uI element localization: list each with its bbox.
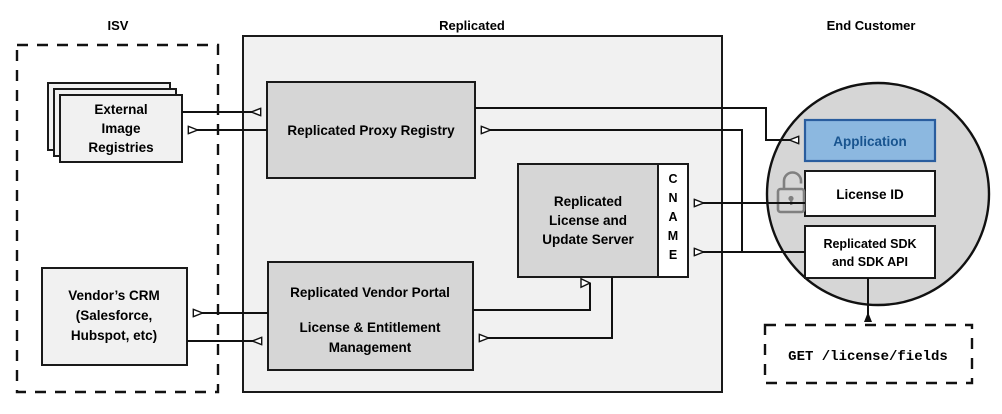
api-call-label: GET /license/fields <box>788 349 948 365</box>
vendors-crm-box <box>41 267 188 366</box>
vendor-portal-label-2: License & Entitlement <box>299 320 441 335</box>
proxy-registry-label: Replicated Proxy Registry <box>287 123 455 138</box>
node-vendors-crm[interactable]: Vendor’s CRM (Salesforce, Hubspot, etc) <box>41 267 188 366</box>
vendor-portal-box <box>267 261 474 371</box>
node-replicated-proxy-registry[interactable]: Replicated Proxy Registry <box>266 81 476 179</box>
cname-letter-e: E <box>669 248 677 262</box>
external-image-registries-label-3: Registries <box>88 140 153 155</box>
cname-letter-m: M <box>668 229 678 243</box>
application-label: Application <box>833 134 907 149</box>
vendor-portal-label-1: Replicated Vendor Portal <box>290 285 450 300</box>
license-update-server-label-1: Replicated <box>554 194 622 209</box>
isv-container <box>15 43 220 394</box>
vendor-portal-label-3: Management <box>329 340 412 355</box>
cname-letter-n: N <box>668 191 677 205</box>
node-replicated-license-update-server[interactable]: Replicated License and Update Server <box>517 163 659 278</box>
vendors-crm-label-2: (Salesforce, <box>76 308 153 323</box>
edge-license-server-to-vendor-portal <box>479 277 613 338</box>
group-title-replicated: Replicated <box>439 18 505 33</box>
vendors-crm-label-1: Vendor’s CRM <box>68 288 160 303</box>
replicated-sdk-box <box>804 225 936 279</box>
node-license-id[interactable]: License ID <box>804 170 936 217</box>
node-application[interactable]: Application <box>803 118 937 163</box>
license-update-server-label-2: License and <box>549 213 627 228</box>
vendors-crm-label-3: Hubspot, etc) <box>71 328 157 343</box>
external-image-registries-label-1: External <box>94 102 147 117</box>
edge-proxy-to-application <box>475 107 799 140</box>
license-id-label: License ID <box>836 187 904 202</box>
replicated-sdk-label-1: Replicated SDK <box>823 237 916 251</box>
cname-letter-a: A <box>668 210 677 224</box>
license-update-server-label-3: Update Server <box>542 232 634 247</box>
node-api-call: GET /license/fields <box>763 323 974 385</box>
cname-box <box>657 163 689 278</box>
proxy-registry-box <box>266 81 476 179</box>
cname-letter-c: C <box>668 172 677 186</box>
unlocked-padlock-icon <box>776 171 806 214</box>
node-replicated-vendor-portal[interactable]: Replicated Vendor Portal License & Entit… <box>267 261 474 371</box>
edge-vendor-portal-to-license-server <box>473 283 591 311</box>
replicated-sdk-label-2: and SDK API <box>832 255 908 269</box>
application-box <box>803 118 937 163</box>
group-title-end-customer: End Customer <box>827 18 916 33</box>
node-replicated-sdk[interactable]: Replicated SDK and SDK API <box>804 225 936 279</box>
node-external-image-registries[interactable]: External Image Registries <box>47 82 183 163</box>
group-title-isv: ISV <box>108 18 129 33</box>
node-cname[interactable]: C N A M E <box>657 163 689 278</box>
api-call-box <box>763 323 974 385</box>
external-image-registries-label-2: Image <box>101 121 141 136</box>
stack-front <box>59 94 183 163</box>
